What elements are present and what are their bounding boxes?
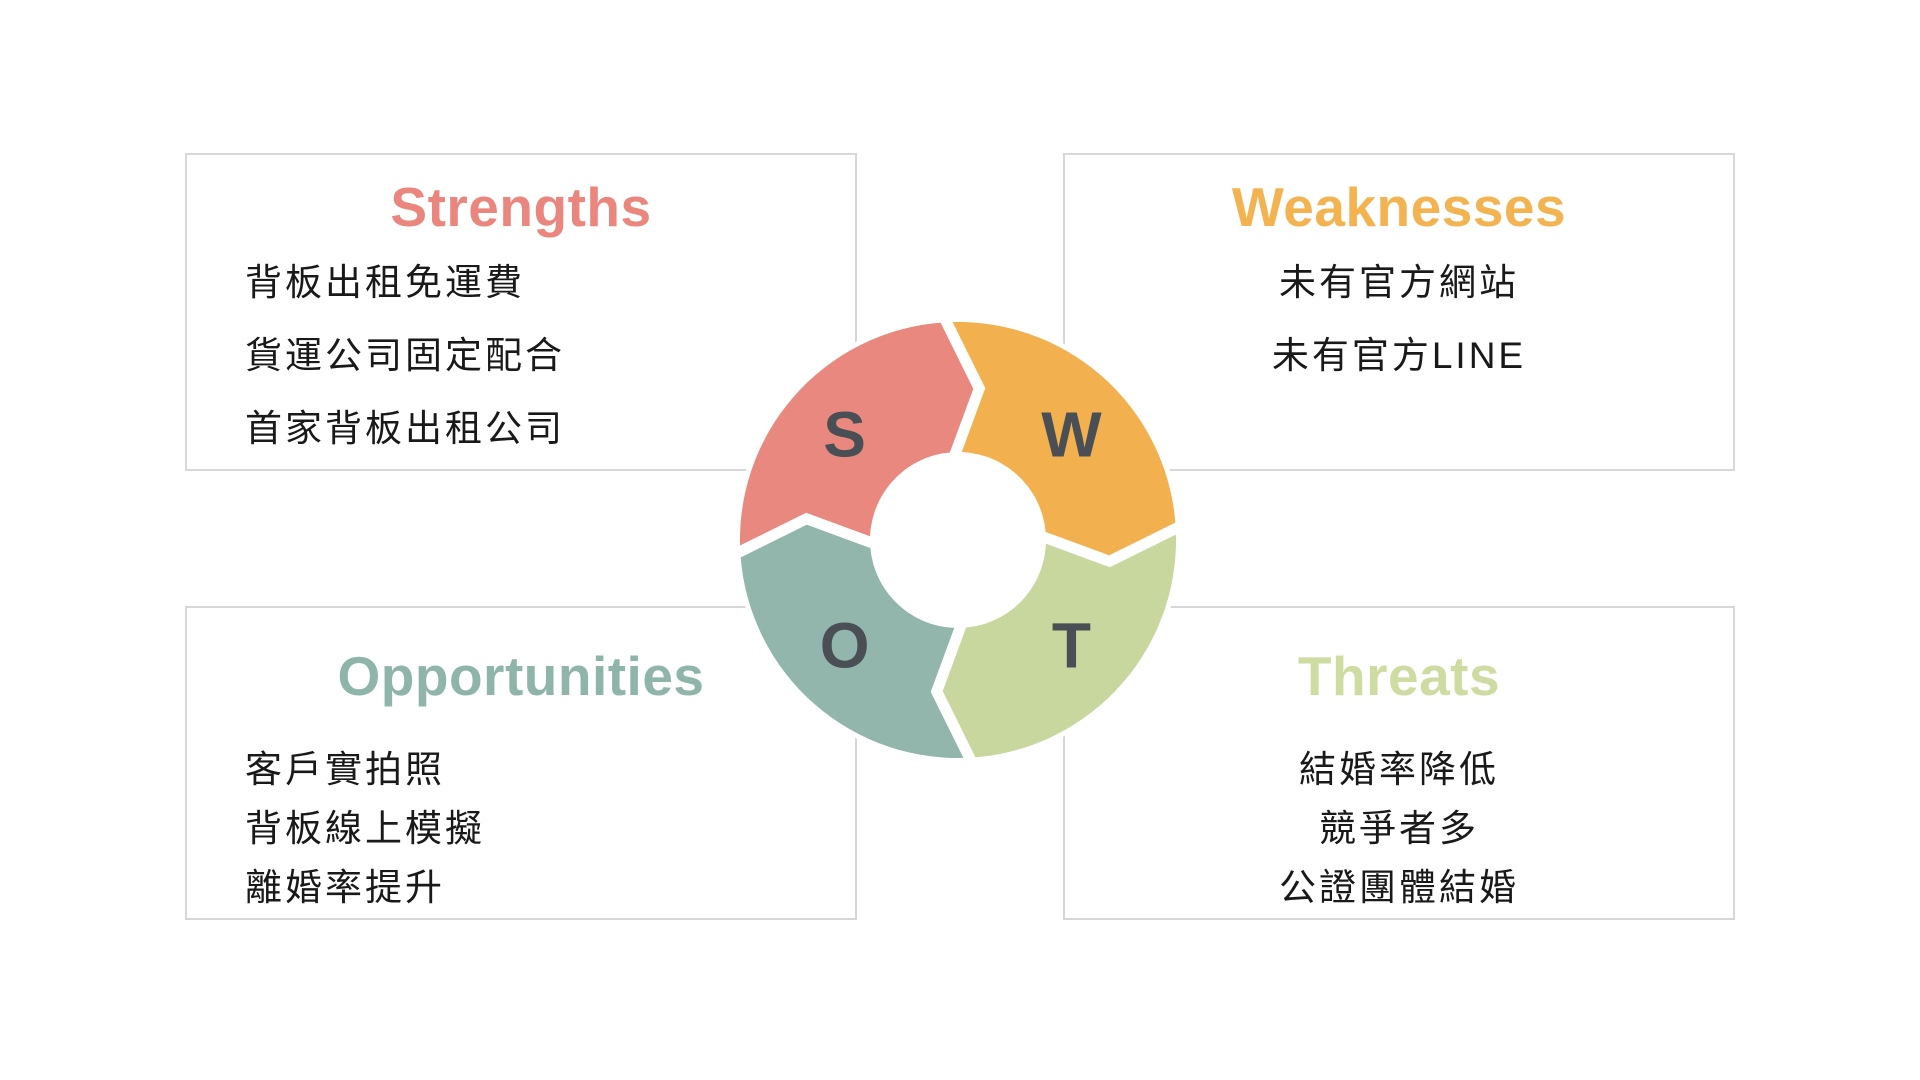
list-item: 背板線上模擬: [245, 808, 485, 849]
list-item: 結婚率降低: [1299, 749, 1499, 790]
wheel-letter-w: W: [1041, 398, 1102, 470]
wheel-segment-o: [740, 518, 974, 759]
strengths-list: 背板出租免運費 貨運公司固定配合 首家背板出租公司: [187, 256, 855, 456]
list-item: 競爭者多: [1319, 808, 1479, 849]
threats-title: Threats: [1297, 645, 1501, 707]
list-item: 離婚率提升: [245, 867, 445, 908]
list-item: 未有官方網站: [1279, 262, 1519, 303]
wheel-letter-o: O: [820, 610, 870, 682]
wheel-segment-w: [942, 321, 1176, 562]
list-item: 貨運公司固定配合: [245, 335, 565, 376]
wheel-arrow-gap: [930, 616, 979, 769]
weaknesses-title: Weaknesses: [1231, 176, 1567, 238]
weaknesses-box: Weaknesses 未有官方網站 未有官方LINE: [1063, 153, 1735, 471]
threats-box: Threats 結婚率降低 競爭者多 公證團體結婚: [1063, 606, 1735, 920]
opportunities-list: 客戶實拍照 背板線上模擬 離婚率提升: [187, 745, 855, 913]
list-item: 背板出租免運費: [245, 262, 525, 303]
list-item: 首家背板出租公司: [245, 408, 565, 449]
weaknesses-list: 未有官方網站 未有官方LINE: [1065, 256, 1733, 383]
list-item: 客戶實拍照: [245, 749, 445, 790]
list-item: 未有官方LINE: [1271, 335, 1527, 376]
opportunities-box: Opportunities 客戶實拍照 背板線上模擬 離婚率提升: [185, 606, 857, 920]
list-item: 公證團體結婚: [1279, 867, 1519, 908]
wheel-arrow-gap: [937, 311, 986, 464]
strengths-title: Strengths: [390, 176, 652, 238]
wheel-arrow-gap: [1034, 519, 1187, 568]
threats-list: 結婚率降低 競爭者多 公證團體結婚: [1065, 745, 1733, 913]
wheel-letter-s: S: [823, 398, 866, 470]
wheel-arrow-gap: [729, 512, 882, 561]
wheel-segment-t: [936, 524, 1177, 758]
opportunities-title: Opportunities: [337, 645, 705, 707]
strengths-box: Strengths 背板出租免運費 貨運公司固定配合 首家背板出租公司: [185, 153, 857, 471]
wheel-letter-t: T: [1052, 610, 1091, 682]
wheel-segment-s: [739, 322, 980, 556]
